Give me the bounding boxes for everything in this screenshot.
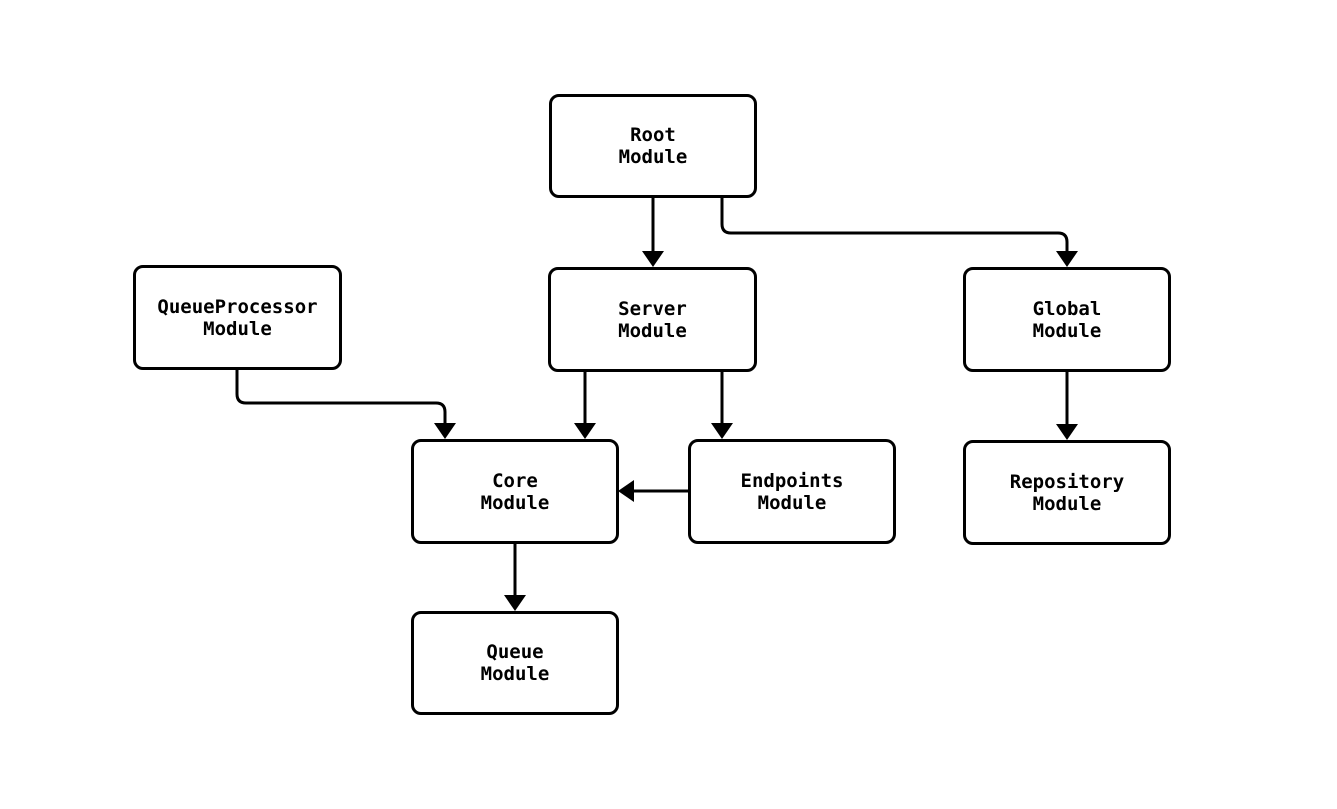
arrowhead-global-repository [1056,424,1078,440]
node-queue-module-label: Queue Module [480,641,550,685]
arrowhead-queueprocessor-core [434,423,456,439]
node-queueprocessor-module-label: QueueProcessor Module [157,295,318,340]
node-endpoints-module-label: Endpoints Module [740,469,844,514]
node-repository-module: Repository Module [963,440,1171,545]
node-repository-module-label: Repository Module [1009,470,1125,515]
arrowhead-server-core [574,423,596,439]
arrowhead-endpoints-core [618,480,634,502]
node-server-module: Server Module [548,267,757,372]
node-root-module-label: Root Module [618,124,688,168]
arrowhead-root-server [642,251,664,267]
node-root-module: Root Module [549,94,757,198]
node-endpoints-module: Endpoints Module [688,439,896,544]
node-global-module: Global Module [963,267,1171,372]
node-queue-module: Queue Module [411,611,619,715]
arrowhead-root-global [1056,251,1078,267]
arrowhead-core-queue [504,595,526,611]
edge-root-global [720,198,1069,251]
node-global-module-label: Global Module [1032,297,1102,342]
node-core-module-label: Core Module [480,469,550,514]
node-server-module-label: Server Module [618,297,687,342]
edge-queueprocessor-core [235,370,447,423]
arrowhead-server-endpoints [711,423,733,439]
node-core-module: Core Module [411,439,619,544]
node-queueprocessor-module: QueueProcessor Module [133,265,342,370]
